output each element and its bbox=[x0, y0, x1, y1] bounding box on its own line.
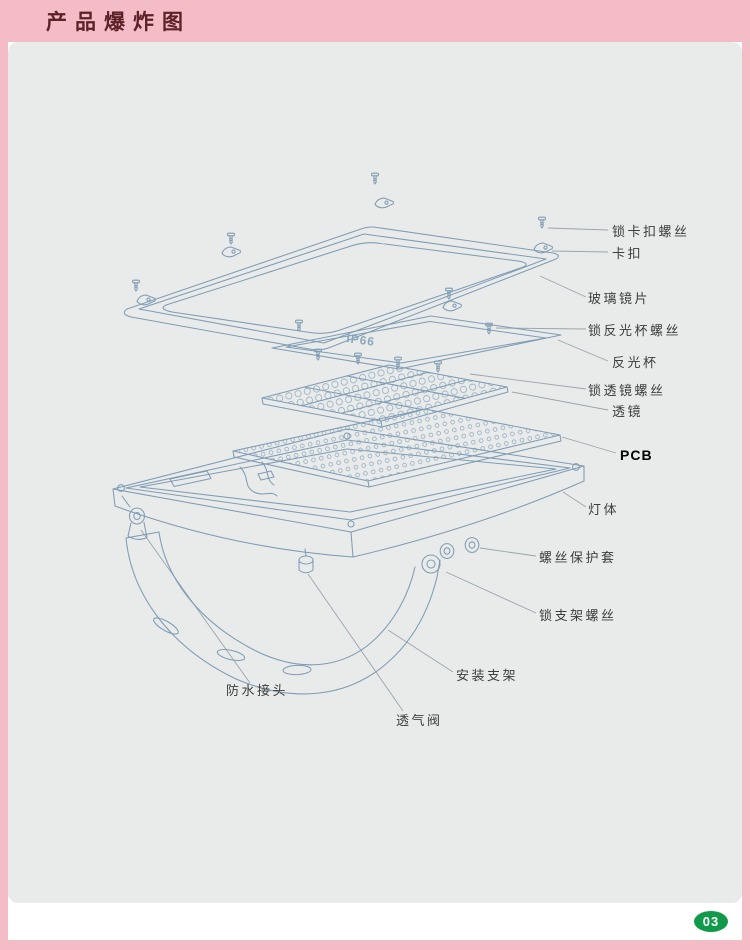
leader-mounting-bracket bbox=[387, 629, 454, 673]
pcb-board-part bbox=[232, 408, 562, 488]
label-lens: 透镜 bbox=[612, 404, 644, 419]
sleeve-knob-icon bbox=[464, 537, 480, 553]
label-glass-lens: 玻璃镜片 bbox=[588, 291, 651, 306]
leader-vent-valve bbox=[307, 573, 404, 712]
leader-buckle bbox=[551, 250, 609, 253]
screw-icon bbox=[227, 232, 235, 245]
vent-valve-part bbox=[298, 548, 314, 574]
leader-lock-bracket-screw bbox=[445, 571, 537, 614]
page-header: 产品爆炸图 bbox=[0, 0, 750, 42]
lamp-body-part bbox=[112, 428, 585, 558]
leader-lamp-body bbox=[562, 491, 587, 508]
label-lock-lens-screw: 锁透镜螺丝 bbox=[588, 383, 666, 398]
leader-screw-sleeve bbox=[479, 547, 537, 557]
label-waterproof-connector: 防水接头 bbox=[226, 683, 289, 698]
label-buckle: 卡扣 bbox=[612, 246, 644, 261]
screws-group bbox=[132, 172, 546, 373]
leader-lock-lens-screw bbox=[469, 373, 587, 390]
label-vent-valve: 透气阀 bbox=[396, 713, 443, 728]
leader-lock-buckle-screw bbox=[547, 227, 609, 231]
lens-array-part bbox=[261, 364, 509, 428]
page-title: 产品爆炸图 bbox=[46, 10, 191, 34]
mounting-bracket-part bbox=[125, 531, 441, 695]
label-lock-bracket-screw: 锁支架螺丝 bbox=[539, 608, 617, 623]
screw-icon bbox=[434, 360, 442, 373]
label-lamp-body: 灯体 bbox=[588, 502, 620, 517]
page-number-badge: 03 bbox=[694, 911, 728, 932]
label-lock-buckle-screw: 锁卡扣螺丝 bbox=[612, 224, 690, 239]
label-mounting-bracket: 安装支架 bbox=[456, 668, 519, 683]
clip-icon bbox=[374, 197, 395, 209]
glass-panel: IP66 bbox=[123, 226, 559, 351]
screw-sleeve-parts bbox=[439, 537, 480, 559]
label-lock-reflector-screw: 锁反光杯螺丝 bbox=[588, 323, 682, 338]
waterproof-connector-part bbox=[121, 495, 148, 540]
label-screw-protective-sleeve: 螺丝保护套 bbox=[539, 550, 617, 565]
leader-reflector-cup bbox=[557, 339, 609, 362]
leader-lens bbox=[511, 391, 609, 411]
screw-icon bbox=[371, 172, 379, 185]
leader-lock-reflector-screw bbox=[495, 327, 587, 330]
leader-pcb bbox=[561, 436, 617, 454]
screw-icon bbox=[538, 216, 546, 229]
clip-icon bbox=[221, 246, 242, 258]
screw-icon bbox=[295, 319, 303, 332]
leader-glass-lens bbox=[539, 275, 587, 298]
label-pcb: PCB bbox=[620, 447, 653, 463]
reflector-cup-part bbox=[271, 315, 562, 370]
label-reflector-cup: 反光杯 bbox=[612, 355, 659, 370]
sleeve-knob-icon bbox=[439, 543, 455, 559]
screw-icon bbox=[132, 279, 140, 292]
